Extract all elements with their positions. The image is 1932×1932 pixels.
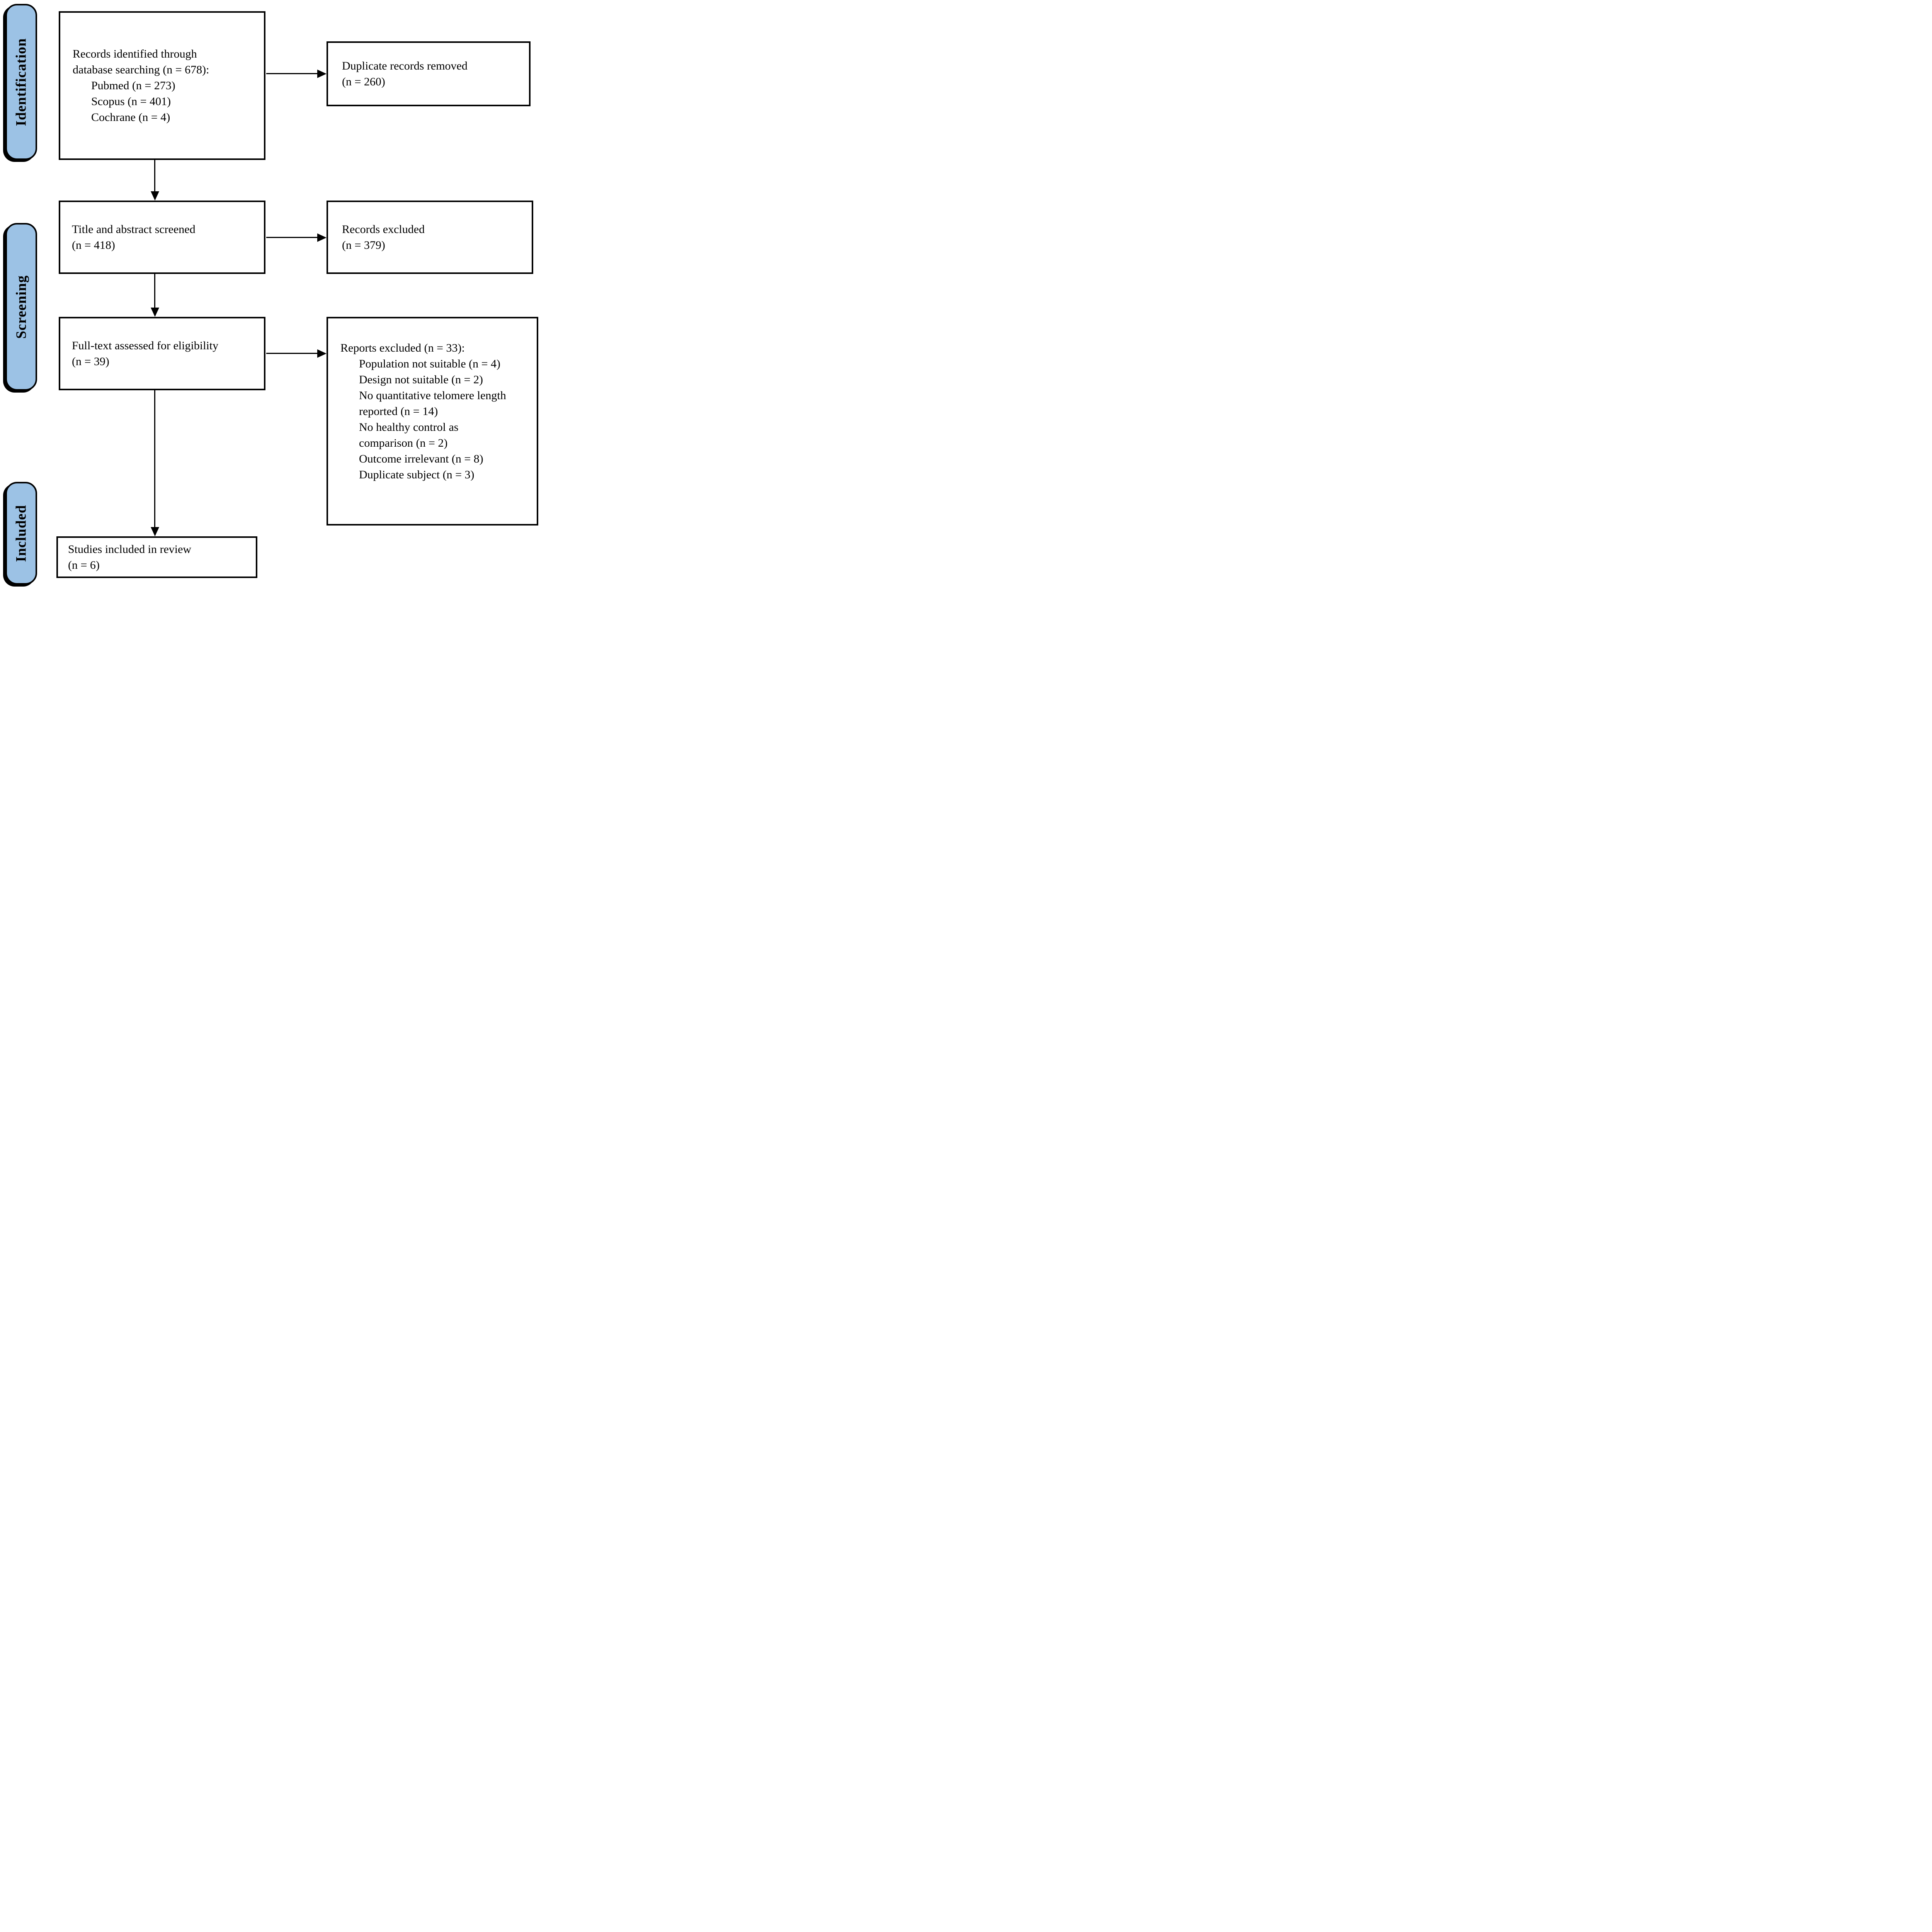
- duplicates-removed-line1: Duplicate records removed: [342, 60, 468, 72]
- reports-excluded-item-control-line1: No healthy control as: [359, 421, 459, 434]
- arrow-line: [266, 73, 318, 74]
- arrowhead-down-icon: [151, 191, 159, 201]
- box-studies-included: Studies included in review (n = 6): [56, 536, 257, 578]
- box-title-abstract-screened: Title and abstract screened (n = 418): [59, 201, 265, 274]
- arrowhead-down-icon: [151, 308, 159, 317]
- records-identified-line1: Records identified through: [73, 48, 197, 60]
- arrowhead-down-icon: [151, 527, 159, 536]
- fulltext-assessed-line1: Full-text assessed for eligibility: [72, 339, 219, 352]
- reports-excluded-item-design: Design not suitable (n = 2): [359, 373, 483, 386]
- stage-identification: Identification: [5, 4, 37, 160]
- studies-included-line2: (n = 6): [68, 559, 100, 571]
- reports-excluded-item-telomere-line1: No quantitative telomere length: [359, 389, 506, 402]
- records-identified-item-pubmed: Pubmed (n = 273): [91, 79, 175, 92]
- reports-excluded-item-outcome: Outcome irrelevant (n = 8): [359, 452, 483, 465]
- box-records-identified: Records identified through database sear…: [59, 11, 265, 160]
- stage-identification-label: Identification: [13, 38, 29, 126]
- stage-included-label: Included: [13, 505, 29, 562]
- title-abstract-screened-line1: Title and abstract screened: [72, 223, 196, 236]
- records-excluded-line2: (n = 379): [342, 239, 385, 252]
- arrow-line: [154, 390, 155, 528]
- prisma-flow-diagram: Identification Screening Included Record…: [0, 0, 557, 597]
- stage-included: Included: [5, 482, 37, 585]
- studies-included-line1: Studies included in review: [68, 543, 192, 556]
- records-identified-item-scopus: Scopus (n = 401): [91, 95, 171, 108]
- arrowhead-right-icon: [317, 233, 327, 242]
- stage-screening-label: Screening: [13, 275, 29, 339]
- duplicates-removed-line2: (n = 260): [342, 75, 385, 88]
- fulltext-assessed-line2: (n = 39): [72, 355, 109, 368]
- arrowhead-right-icon: [317, 349, 327, 358]
- arrowhead-right-icon: [317, 70, 327, 78]
- reports-excluded-item-telomere-line2: reported (n = 14): [359, 405, 438, 418]
- box-duplicates-removed: Duplicate records removed (n = 260): [327, 41, 531, 106]
- title-abstract-screened-line2: (n = 418): [72, 239, 115, 252]
- reports-excluded-item-control-line2: comparison (n = 2): [359, 437, 448, 449]
- records-excluded-line1: Records excluded: [342, 223, 425, 236]
- box-fulltext-assessed: Full-text assessed for eligibility (n = …: [59, 317, 265, 390]
- arrow-line: [266, 353, 318, 354]
- arrow-line: [154, 160, 155, 192]
- stage-screening: Screening: [5, 223, 37, 391]
- box-records-excluded: Records excluded (n = 379): [327, 201, 533, 274]
- arrow-line: [266, 237, 318, 238]
- records-identified-line2: database searching (n = 678):: [73, 63, 209, 76]
- records-identified-item-cochrane: Cochrane (n = 4): [91, 111, 170, 124]
- reports-excluded-title: Reports excluded (n = 33):: [340, 342, 465, 354]
- box-reports-excluded: Reports excluded (n = 33): Population no…: [327, 317, 538, 526]
- reports-excluded-item-population: Population not suitable (n = 4): [359, 357, 501, 370]
- arrow-line: [154, 274, 155, 308]
- reports-excluded-item-duplicate: Duplicate subject (n = 3): [359, 468, 474, 481]
